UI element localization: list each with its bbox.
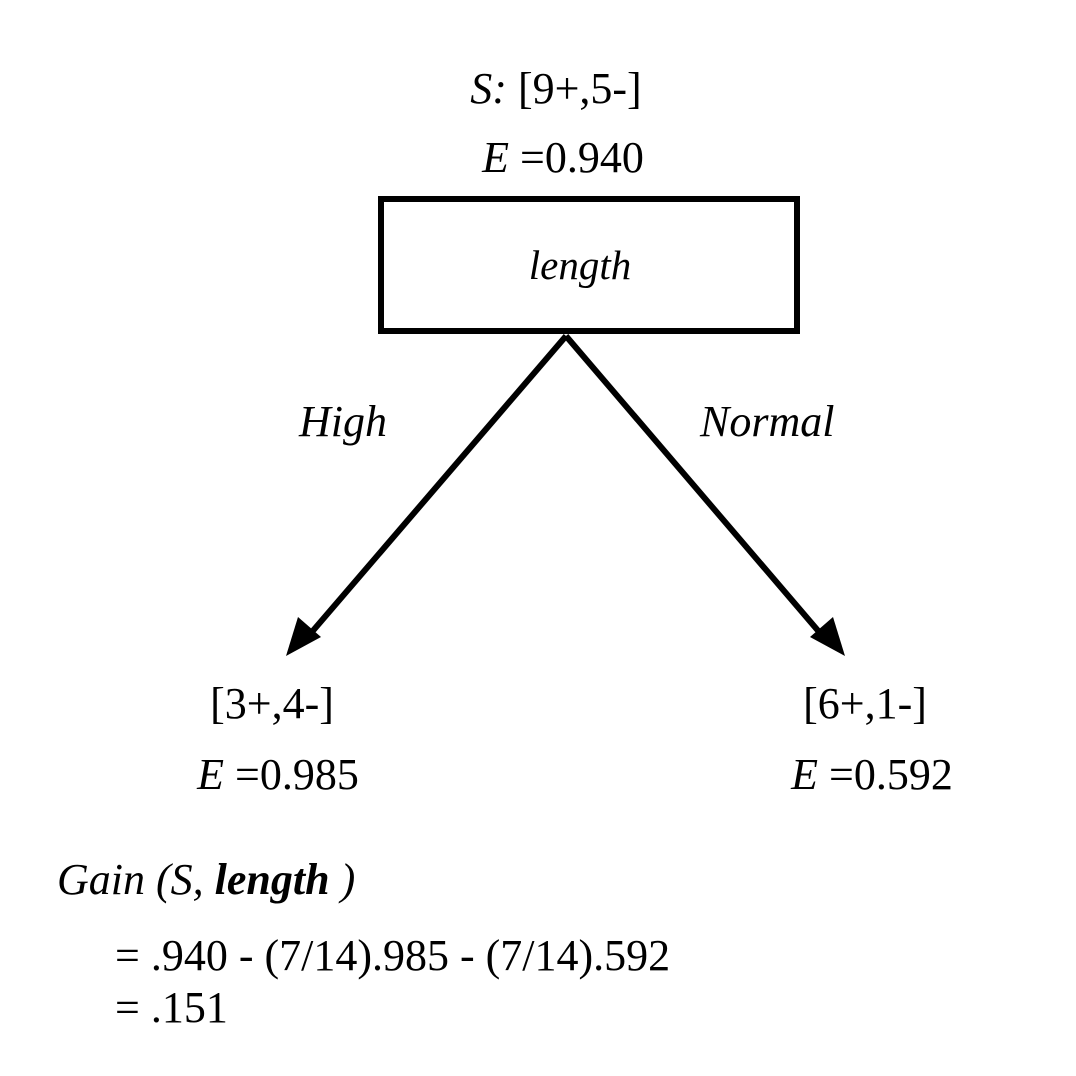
normal-branch-arrowhead <box>810 617 845 656</box>
root-set-sep: : <box>492 64 507 113</box>
high-branch-arrowhead <box>286 617 321 656</box>
root-counts: S: [9+,5-] <box>470 67 641 111</box>
right-entropy-eq: = <box>829 750 854 799</box>
high-branch-arrow <box>302 334 569 642</box>
root-entropy-eq: = <box>520 133 545 182</box>
root-set-symbol: S <box>470 64 493 113</box>
attribute-node-box <box>378 196 800 334</box>
gain-calculation: = .940 - (7/14).985 - (7/14).592 <box>115 931 671 980</box>
left-child-counts: [3+,4-] <box>210 679 334 728</box>
branch-label-high: High <box>299 397 387 446</box>
root-counts-value: [9+,5-] <box>517 64 642 113</box>
gain-result: = .151 <box>115 983 228 1032</box>
normal-branch-arrow <box>563 334 829 642</box>
root-entropy: E =0.940 <box>482 136 644 180</box>
gain-prefix: Gain (S, <box>57 855 215 904</box>
branch-label-normal: Normal <box>700 397 835 446</box>
left-entropy-symbol: E <box>197 750 225 799</box>
right-child-entropy: E =0.592 <box>791 753 953 797</box>
gain-suffix: ) <box>329 855 356 904</box>
right-entropy-symbol: E <box>791 750 819 799</box>
attribute-label: length <box>528 242 632 288</box>
left-entropy-value: 0.985 <box>259 750 359 799</box>
root-entropy-value: 0.940 <box>544 133 644 182</box>
right-child-counts: [6+,1-] <box>803 679 927 728</box>
gain-heading: Gain (S, length ) <box>57 858 355 902</box>
left-entropy-eq: = <box>235 750 260 799</box>
gain-attribute: length <box>214 855 330 904</box>
root-entropy-symbol: E <box>482 133 510 182</box>
right-entropy-value: 0.592 <box>853 750 953 799</box>
left-child-entropy: E =0.985 <box>197 753 359 797</box>
